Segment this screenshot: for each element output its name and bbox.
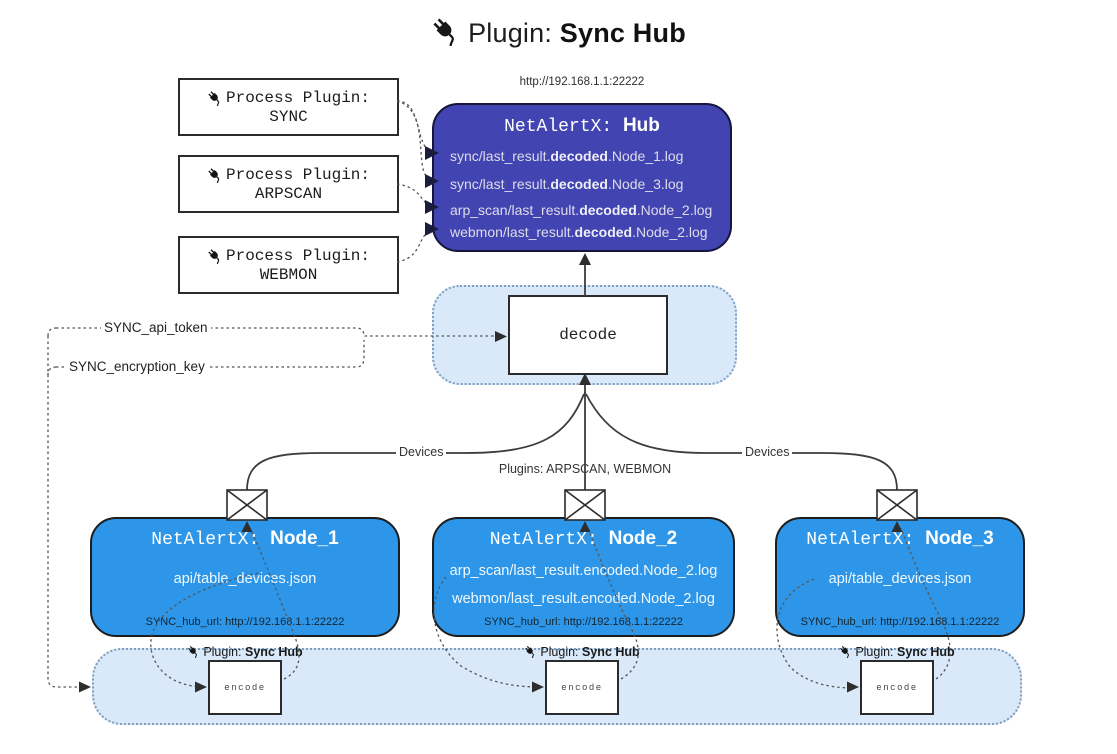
node-title: NetAlertX: Node_2 [489,528,678,550]
band-plugin-label: Plugin: Sync Hub [807,645,987,659]
hub-log-line: sync/last_result.decoded.Node_1.log [450,148,684,164]
node-title: NetAlertX: Node_3 [806,528,994,550]
process-plugin-label: Process Plugin: [225,165,371,184]
node-1-box: NetAlertX: Node_1 api/table_devices.json… [90,517,400,637]
plug-icon [206,247,223,264]
node-hub-url: SYNC_hub_url: http://192.168.1.1:22222 [145,616,345,628]
hub-box: NetAlertX: Hub sync/last_result.decoded.… [432,103,732,252]
encode-box: encode [545,660,619,715]
edge-label-plugins: Plugins: ARPSCAN, WEBMON [498,462,672,476]
plug-icon [206,166,223,183]
node-2-box: NetAlertX: Node_2 arp_scan/last_result.e… [432,517,735,637]
hub-log-line: sync/last_result.decoded.Node_3.log [450,176,684,192]
node-title: NetAlertX: Node_1 [151,528,339,550]
process-plugin-sync: Process Plugin: SYNC [178,78,399,136]
page-title-bold: Sync Hub [559,18,686,48]
page-title-prefix: Plugin: [468,18,560,48]
encode-box: encode [208,660,282,715]
process-plugin-name: SYNC [269,107,308,126]
hub-url-label: http://192.168.1.1:22222 [519,76,645,88]
hub-title: NetAlertX: Hub [504,115,660,137]
band-plugin-label: Plugin: Sync Hub [155,645,335,659]
plug-icon [524,645,538,658]
node-file-line: api/table_devices.json [828,571,972,587]
node-hub-url: SYNC_hub_url: http://192.168.1.1:22222 [800,616,1000,628]
node-hub-url: SYNC_hub_url: http://192.168.1.1:22222 [484,616,683,628]
node-file-line: arp_scan/last_result.encoded.Node_2.log [449,563,718,579]
node-3-box: NetAlertX: Node_3 api/table_devices.json… [775,517,1025,637]
process-plugin-name: ARPSCAN [254,184,323,203]
process-plugin-label: Process Plugin: [225,246,371,265]
page-title: Plugin: Sync Hub [0,16,1117,49]
node-file-line: api/table_devices.json [173,571,317,587]
plug-icon [187,645,201,658]
decode-box: decode [508,295,668,375]
band-plugin-label: Plugin: Sync Hub [492,645,672,659]
hub-log-line: arp_scan/last_result.decoded.Node_2.log [450,202,713,218]
hub-log-line: webmon/last_result.decoded.Node_2.log [450,224,708,240]
process-plugin-label: Process Plugin: [225,88,371,107]
plug-icon [431,16,462,46]
process-plugin-name: WEBMON [259,265,318,284]
encode-box: encode [860,660,934,715]
plug-icon [206,89,223,106]
plug-icon [839,645,853,658]
node-file-line: webmon/last_result.encoded.Node_2.log [452,591,715,607]
process-plugin-webmon: Process Plugin: WEBMON [178,236,399,294]
process-plugin-arpscan: Process Plugin: ARPSCAN [178,155,399,213]
